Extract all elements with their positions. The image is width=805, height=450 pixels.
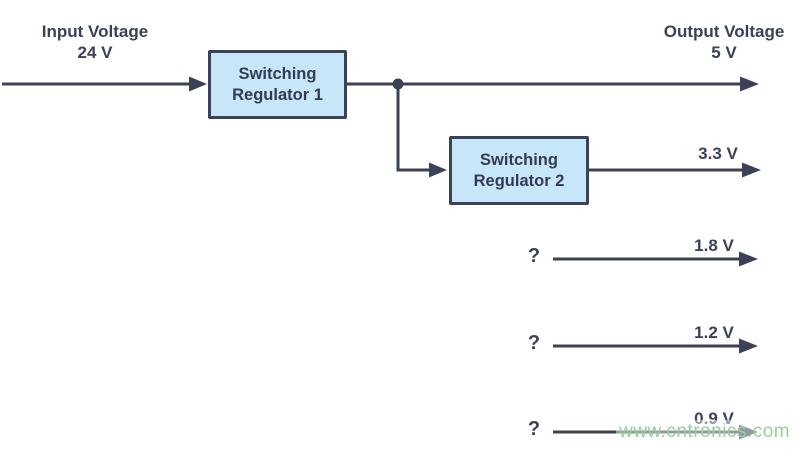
branch-arrowhead-icon [429, 162, 447, 178]
input-arrowhead-icon [189, 76, 207, 92]
output-voltage-label: Output Voltage 5 V [650, 21, 798, 63]
watermark: www.cntronics.com [616, 420, 794, 444]
switching-regulator-1-block: Switching Regulator 1 [208, 50, 347, 119]
reg1-output-arrowhead-icon [740, 76, 759, 92]
output-voltage-title: Output Voltage [663, 22, 785, 41]
switching-regulator-2-block: Switching Regulator 2 [449, 136, 589, 205]
rail-3v3-value: 3.3 V [698, 144, 738, 163]
rail-1v2-arrowhead-icon [739, 338, 758, 354]
rail-1v2-value: 1.2 V [694, 323, 734, 342]
rail-0v9-unknown-source: ? [527, 418, 541, 440]
reg2-output-arrowhead-icon [742, 162, 761, 178]
rail-0v9-arrowhead-icon [739, 424, 758, 440]
input-voltage-label: Input Voltage 24 V [15, 21, 175, 63]
output-voltage-value: 5 V [711, 43, 737, 62]
rail-1v2-unknown-source: ? [527, 332, 541, 354]
input-voltage-title: Input Voltage [41, 22, 149, 41]
branch-line [396, 84, 430, 172]
rail-1v8-unknown-source: ? [527, 245, 541, 267]
input-voltage-value: 24 V [77, 43, 113, 62]
rail-0v9-value: 0.9 V [694, 409, 734, 428]
rail-1v8-value: 1.8 V [694, 236, 734, 255]
switching-regulator-2-label: Switching Regulator 2 [473, 150, 565, 190]
rail-1v8-arrowhead-icon [739, 251, 758, 267]
switching-regulator-1-label: Switching Regulator 1 [232, 64, 323, 104]
